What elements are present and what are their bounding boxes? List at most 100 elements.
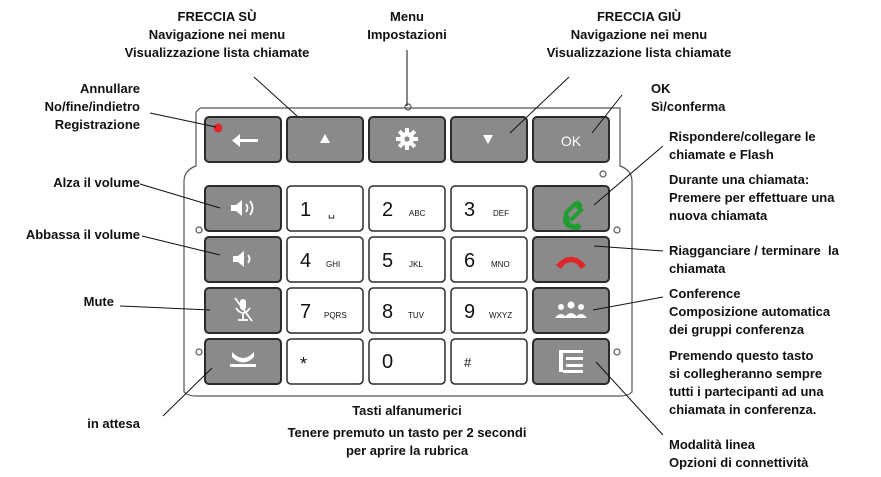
label-riagganciare: Riagganciare / terminare la chiamata: [669, 242, 839, 278]
key-mute[interactable]: [204, 287, 282, 334]
label-freccia-giu: FRECCIA GIÙ Navigazione nei menu Visuali…: [519, 8, 759, 62]
digit-1: 1: [300, 199, 311, 221]
digit-6: 6: [464, 250, 475, 272]
letters-5: JKL: [409, 260, 423, 269]
letters-8: TUV: [408, 311, 425, 320]
freccia-giu-line2: Visualizzazione lista chiamate: [546, 45, 732, 60]
back-arrow-icon: [232, 134, 258, 147]
digit-hash: #: [464, 355, 472, 370]
keypad-outline: [183, 103, 633, 397]
key-down[interactable]: [450, 116, 528, 163]
record-dot-icon: [213, 123, 223, 133]
digit-4: 4: [300, 250, 311, 272]
label-alza-volume: Alza il volume: [10, 174, 140, 192]
digit-9: 9: [464, 301, 475, 323]
ok-line1: OK: [651, 81, 671, 96]
line-mode-icon: [559, 350, 583, 373]
letters-1: ␣: [328, 207, 335, 219]
modalita-line1: Modalità linea: [669, 437, 755, 452]
digit-star: *: [300, 354, 307, 374]
key-volume-up[interactable]: [204, 185, 282, 232]
premendo-line3: tutti i partecipanti ad una: [669, 384, 824, 399]
key-answer[interactable]: [532, 185, 610, 232]
freccia-giu-title: FRECCIA GIÙ: [596, 9, 682, 24]
annullare-line1: Annullare: [80, 81, 140, 96]
letters-2: ABC: [409, 209, 426, 218]
digit-key-4[interactable]: [286, 236, 364, 283]
label-attesa: in attesa: [10, 415, 140, 433]
key-menu[interactable]: [368, 116, 446, 163]
label-modalita: Modalità linea Opzioni di connettività: [669, 436, 808, 472]
volume-down-icon: [233, 251, 251, 267]
premendo-line1: Premendo questo tasto: [669, 348, 814, 363]
rispondere-line2: chiamate e Flash: [669, 147, 774, 162]
key-hangup[interactable]: [532, 236, 610, 283]
alza-volume-text: Alza il volume: [53, 175, 140, 190]
key-hold[interactable]: [204, 338, 282, 385]
digit-key-7[interactable]: [286, 287, 364, 334]
freccia-su-line1: Navigazione nei menu: [148, 27, 286, 42]
digit-7: 7: [300, 301, 311, 323]
digit-key-5[interactable]: [368, 236, 446, 283]
letters-3: DEF: [493, 209, 509, 218]
durante-line1: Durante una chiamata:: [669, 172, 810, 187]
annullare-line2: No/fine/indietro: [44, 99, 140, 114]
durante-line3: nuova chiamata: [669, 208, 768, 223]
up-triangle-icon: [320, 134, 330, 143]
riagganciare-line1: Riagganciare / terminare la: [669, 243, 839, 258]
label-conference: Conference Composizione automatica dei g…: [669, 285, 830, 339]
down-triangle-icon: [483, 135, 493, 144]
digit-key-9[interactable]: [450, 287, 528, 334]
alfanumerici-line3: per aprire la rubrica: [345, 443, 469, 458]
digit-5: 5: [382, 250, 393, 272]
digit-0: 0: [382, 351, 393, 373]
label-premendo: Premendo questo tasto si collegheranno s…: [669, 347, 824, 419]
key-back[interactable]: [204, 116, 282, 163]
label-alfanumerici: Tasti alfanumerici Tenere premuto un tas…: [237, 402, 577, 460]
freccia-su-line2: Visualizzazione lista chiamate: [124, 45, 310, 60]
key-up[interactable]: [286, 116, 364, 163]
digit-key-3[interactable]: [450, 185, 528, 232]
digit-3: 3: [464, 199, 475, 221]
abbassa-volume-text: Abbassa il volume: [25, 227, 140, 242]
label-ok: OK Sì/conferma: [651, 80, 725, 116]
ok-line2: Sì/conferma: [651, 99, 726, 114]
digit-key-hash[interactable]: [450, 338, 528, 385]
key-ok[interactable]: OK: [532, 116, 610, 163]
ok-key-label: OK: [561, 133, 582, 149]
alfanumerici-line2: Tenere premuto un tasto per 2 secondi: [287, 425, 527, 440]
key-volume-down[interactable]: [204, 236, 282, 283]
digit-key-1[interactable]: [286, 185, 364, 232]
label-abbassa-volume: Abbassa il volume: [2, 226, 140, 244]
conference-line2: Composizione automatica: [669, 304, 831, 319]
digit-key-star[interactable]: [286, 338, 364, 385]
digit-keys: [286, 185, 528, 385]
digit-glyphs: 1 ␣ 2 ABC 3 DEF 4 GHI 5 JKL 6 MNO 7 PQRS…: [300, 199, 512, 374]
key-line-mode[interactable]: [532, 338, 610, 385]
digit-8: 8: [382, 301, 393, 323]
digit-key-8[interactable]: [368, 287, 446, 334]
durante-line2: Premere per effettuare una: [669, 190, 835, 205]
conference-line3: dei gruppi conferenza: [669, 322, 805, 337]
red-handset-icon: [556, 256, 586, 269]
digit-key-0[interactable]: [368, 338, 446, 385]
label-menu: Menu Impostazioni: [357, 8, 457, 44]
green-handset-icon: [563, 200, 583, 230]
digit-key-2[interactable]: [368, 185, 446, 232]
conference-line1: Conference: [669, 286, 741, 301]
digit-key-6[interactable]: [450, 236, 528, 283]
annullare-line3: Registrazione: [54, 117, 140, 132]
letters-6: MNO: [491, 260, 510, 269]
letters-7: PQRS: [324, 311, 347, 320]
gear-icon: [396, 128, 418, 150]
label-mute: Mute: [10, 293, 114, 311]
key-conference[interactable]: [532, 287, 610, 334]
mute-microphone-icon: [234, 297, 253, 322]
menu-line1: Menu: [390, 9, 424, 24]
label-durante: Durante una chiamata: Premere per effett…: [669, 171, 834, 225]
letters-4: GHI: [326, 260, 340, 269]
premendo-line2: si collegheranno sempre: [669, 366, 823, 381]
freccia-su-title: FRECCIA SÙ: [177, 9, 257, 24]
